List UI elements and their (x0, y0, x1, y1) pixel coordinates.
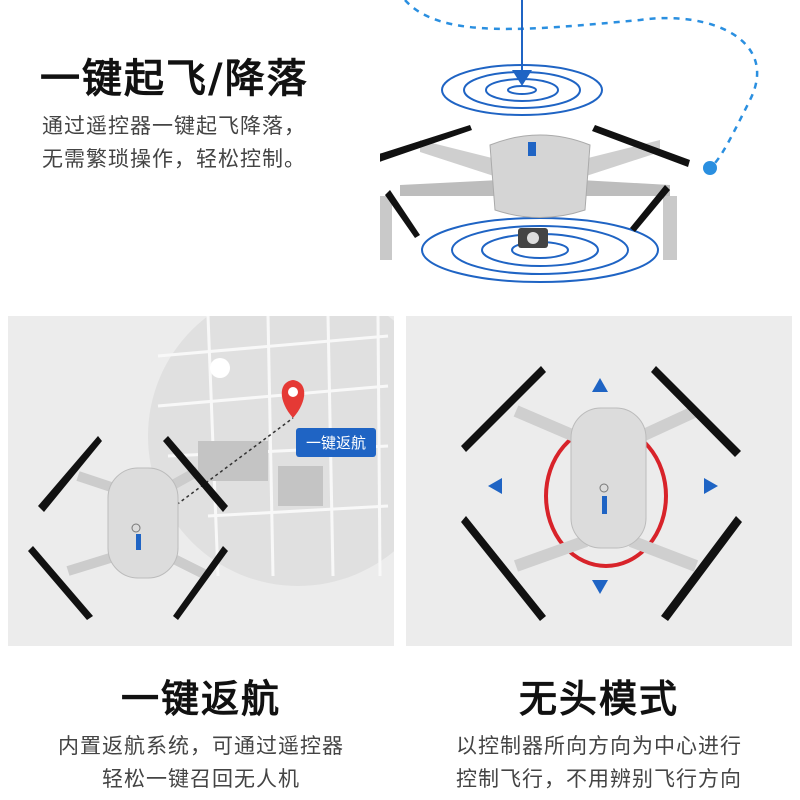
takeoff-landing-title: 一键起飞/降落 (40, 56, 309, 102)
flight-path-illustration (380, 0, 759, 283)
return-home-tag: 一键返航 (296, 428, 377, 457)
top-signal-rings-icon (441, 64, 603, 116)
return-home-illustration (28, 316, 394, 620)
arrow-right-icon (704, 478, 718, 494)
return-desc-line1: 内置返航系统，可通过遥控器 (58, 734, 344, 758)
headless-desc-line2: 控制飞行，不用辨别飞行方向 (456, 767, 742, 791)
headless-mode-panel (406, 316, 792, 646)
arrow-up-icon (592, 378, 608, 392)
takeoff-desc-line2: 无需繁琐操作，轻松控制。 (42, 147, 306, 171)
headless-mode-illustration (461, 366, 742, 621)
drone-front-icon (380, 125, 690, 260)
headless-mode-title: 无头模式 (518, 677, 679, 721)
location-pin-icon (281, 380, 305, 418)
propellers-icon (461, 366, 742, 621)
return-desc-line2: 轻松一键召回无人机 (102, 767, 300, 791)
drone-top-icon (28, 436, 228, 620)
bottom-signal-rings-icon (421, 217, 659, 283)
drone-body-icon (570, 407, 647, 549)
return-home-panel: 一键返航 (8, 316, 394, 646)
takeoff-desc-line1: 通过遥控器一键起飞降落， (42, 114, 306, 138)
headless-desc-line1: 以控制器所向方向为中心进行 (456, 734, 742, 758)
arrow-left-icon (488, 478, 502, 494)
dashed-flight-path (404, 0, 759, 169)
arrow-down-icon (592, 580, 608, 594)
return-home-title: 一键返航 (120, 677, 281, 721)
path-end-dot (703, 161, 717, 175)
